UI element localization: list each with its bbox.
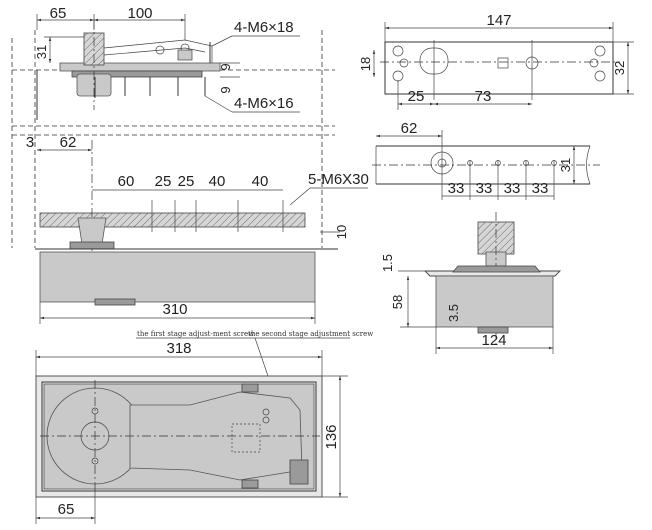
dim-124: 124	[481, 332, 506, 349]
dim-136: 136	[323, 424, 340, 449]
callout-5-m6x30: 5-M6X30	[308, 171, 369, 188]
dim-65-plan: 65	[58, 501, 75, 518]
dim-31-top: 31	[34, 45, 49, 59]
dim-62-side: 62	[60, 134, 77, 151]
dim-9-b: 9	[218, 86, 233, 93]
dim-147: 147	[486, 12, 511, 29]
dim-10: 10	[334, 225, 349, 239]
note-second-stage: the second stage adjustment screw	[248, 330, 373, 338]
top-view-assembly	[11, 20, 335, 248]
mounting-plate-view	[380, 40, 620, 100]
dim-33-a: 33	[448, 180, 465, 197]
section-view	[423, 212, 562, 348]
dim-73: 73	[475, 88, 492, 105]
dim-58: 58	[390, 295, 405, 309]
dim-25-b: 25	[178, 173, 195, 190]
dim-32: 32	[612, 61, 627, 75]
plan-view-body	[35, 375, 323, 498]
dim-25-a: 25	[155, 173, 172, 190]
dim-40-a: 40	[209, 173, 226, 190]
dim-62-arm: 62	[401, 120, 418, 137]
dim-33-c: 33	[504, 180, 521, 197]
dim-60: 60	[118, 173, 135, 190]
dim-33-b: 33	[476, 180, 493, 197]
callout-4-m6x16: 4-M6×16	[234, 95, 294, 112]
dim-3-5: 3.5	[446, 304, 461, 322]
dim-25: 25	[408, 88, 425, 105]
dim-40-b: 40	[252, 173, 269, 190]
dim-310: 310	[162, 301, 187, 318]
dim-18: 18	[358, 57, 373, 71]
dim-31-arm: 31	[558, 158, 573, 172]
dim-3-side: 3	[26, 134, 34, 151]
side-view-assembly	[35, 140, 340, 306]
callout-4-m6x18: 4-M6×18	[234, 19, 294, 36]
dim-318: 318	[166, 340, 191, 357]
dim-65-top: 65	[50, 5, 67, 22]
dim-100-top: 100	[127, 5, 152, 22]
dim-33-d: 33	[532, 180, 549, 197]
dim-1-5: 1.5	[380, 254, 395, 272]
dim-9-a: 9	[218, 63, 233, 70]
note-first-stage: the first stage adjust-ment screw	[137, 330, 254, 338]
